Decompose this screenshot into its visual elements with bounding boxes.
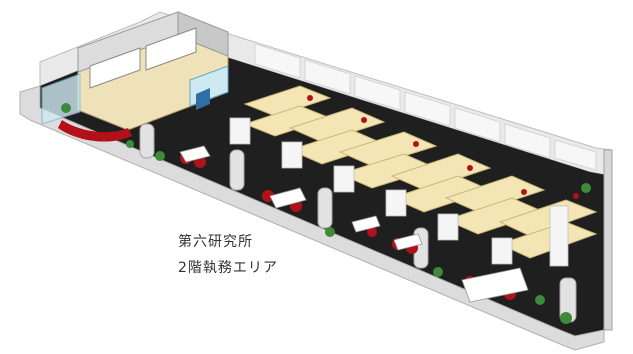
entrance-glass	[41, 73, 81, 125]
end-wall	[603, 149, 613, 331]
lounge-sofa	[58, 120, 132, 142]
wall-panels	[254, 43, 597, 171]
desk-clusters	[243, 85, 598, 259]
floor-caption-building: 第六研究所	[178, 234, 253, 250]
meeting-tables	[179, 145, 529, 303]
meeting-room	[77, 11, 229, 131]
floor-caption-area: 2階執務エリア	[178, 260, 278, 276]
floor	[40, 36, 612, 336]
pillars	[139, 123, 577, 323]
plants	[61, 103, 591, 324]
desk-partitions	[229, 117, 569, 267]
front-wall	[19, 85, 605, 351]
